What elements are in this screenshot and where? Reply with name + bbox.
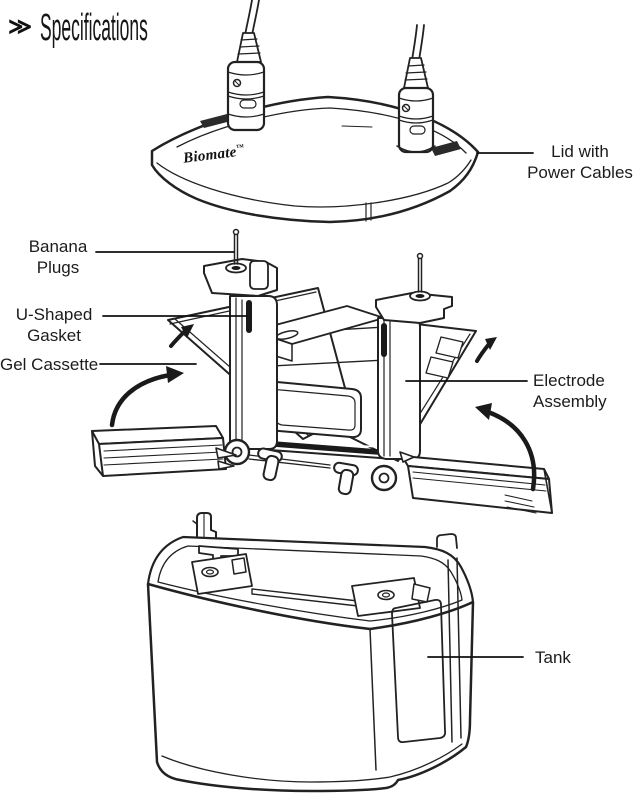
- arrow-small-right: [475, 342, 491, 363]
- gasket-channel-left: [246, 300, 252, 333]
- lid-inner-rim: [156, 159, 472, 208]
- connector-right-base: [396, 145, 436, 153]
- strain-relief-left-ribs: [237, 38, 261, 55]
- connector-right-bands: [398, 97, 434, 124]
- label-banana-plugs: Banana Plugs: [28, 237, 88, 277]
- tower-bracket-right: [375, 292, 453, 324]
- trademark-symbol: ™: [235, 142, 245, 153]
- power-cable-right: [396, 24, 436, 154]
- tank-rail: [251, 588, 359, 607]
- lid-top-panel: [176, 107, 467, 154]
- rail-left: [91, 425, 237, 477]
- electrode-assembly-drawing: [91, 228, 553, 514]
- lid-seam: [365, 202, 372, 222]
- cable-right: [411, 24, 425, 61]
- tank-bottom-inner-line: [161, 743, 463, 783]
- connector-left-bands: [227, 71, 265, 118]
- connector-body-left: [226, 60, 266, 132]
- connector-body-right: [397, 86, 435, 154]
- label-electrode-assembly: Electrode Assembly: [533, 371, 607, 411]
- power-cable-left: [226, 0, 266, 132]
- lid-top-dash: [341, 125, 373, 128]
- leader-lines: [95, 152, 534, 658]
- connector-right-screw-slot: [403, 105, 409, 111]
- label-gel-cassette: Gel Cassette: [0, 355, 99, 374]
- connector-left-screw-slot: [234, 80, 240, 86]
- tank-drawing: [146, 512, 475, 793]
- arrow-big-right: [485, 409, 537, 492]
- cam-lever-2: [333, 461, 359, 496]
- cam-locks: [223, 438, 398, 496]
- label-lid: Lid with Power Cables: [527, 142, 633, 182]
- rail-right: [399, 451, 553, 514]
- tank-side-panel: [391, 598, 447, 744]
- tank-post-right: [436, 533, 462, 743]
- chevrons-icon: ≫: [8, 13, 33, 39]
- bracket-tab-left: [249, 260, 269, 290]
- electrode-tower-left: [203, 228, 278, 450]
- connector-left-window: [239, 99, 257, 109]
- arrow-big-left: [109, 372, 173, 428]
- page-header: ≫ Specifications: [8, 6, 275, 52]
- rotation-arrows: [109, 324, 537, 492]
- banana-plug-pin-left: [233, 232, 239, 265]
- page-title: Specifications: [40, 7, 148, 49]
- banana-plug-pin-right: [417, 256, 423, 293]
- lid-slot-right: [431, 141, 461, 156]
- cam-lever-1: [257, 447, 283, 482]
- label-u-shaped-gasket: U-Shaped Gasket: [15, 305, 93, 345]
- strain-relief-right-ribs: [404, 64, 428, 81]
- tank-front-corner-edge: [369, 628, 377, 771]
- lid-slot-left: [200, 114, 231, 128]
- gasket-channel-right: [381, 323, 387, 357]
- cable-left: [244, 0, 260, 36]
- tank-rim-inner: [157, 545, 463, 622]
- label-tank: Tank: [535, 648, 571, 667]
- electrode-tower-right: [375, 252, 453, 460]
- connector-right-window: [409, 125, 426, 135]
- arrow-small-left: [169, 329, 187, 348]
